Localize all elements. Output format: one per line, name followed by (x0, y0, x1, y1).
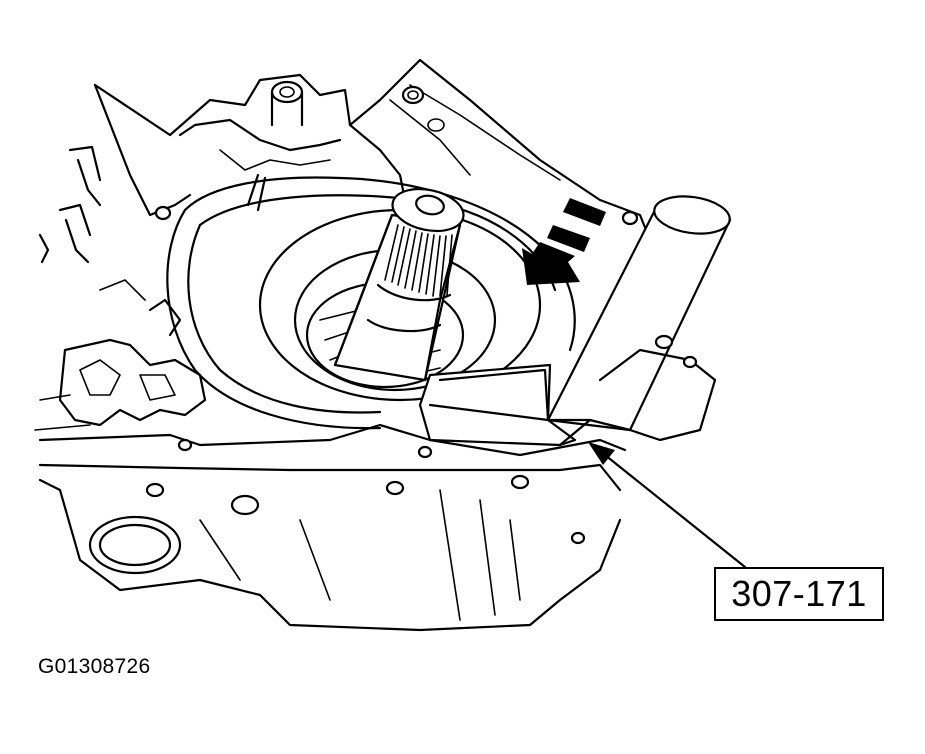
seal-installer-tool (418, 195, 732, 447)
transmission-case (34, 58, 652, 431)
figure-id-label: G01308726 (38, 655, 151, 678)
install-direction-arrow (522, 198, 606, 285)
tool-number-label: 307-171 (714, 567, 884, 621)
lower-case (38, 210, 717, 632)
callout-leader (588, 442, 747, 569)
input-shaft (333, 187, 465, 382)
